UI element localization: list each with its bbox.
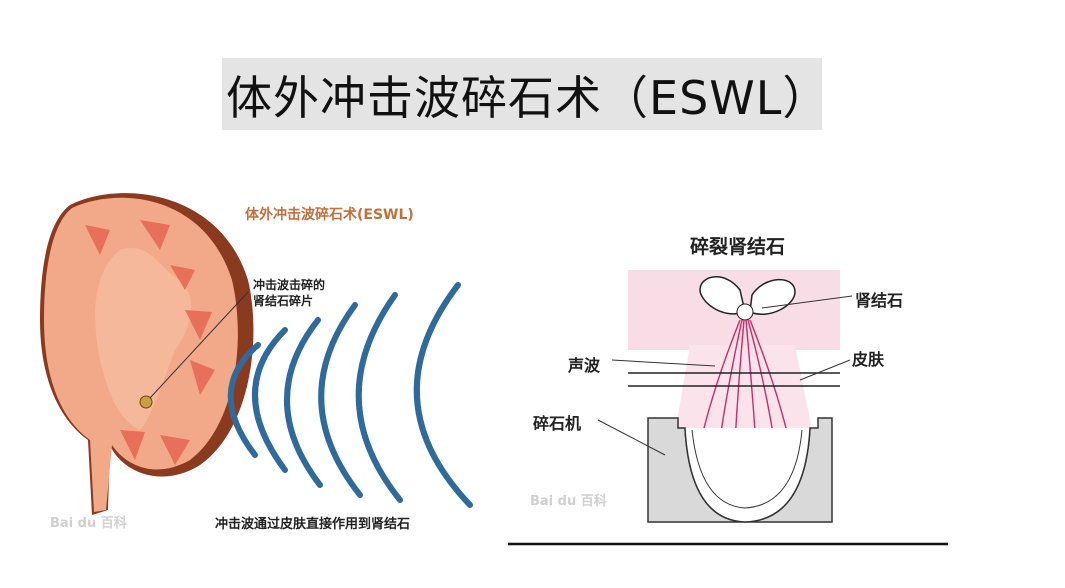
watermark: Bai du 百科 bbox=[530, 494, 607, 509]
label-machine: 碎石机 bbox=[533, 414, 582, 433]
stone-diagram bbox=[597, 276, 853, 523]
title-banner bbox=[222, 58, 822, 130]
left-heading: 体外冲击波碎石术(ESWL) bbox=[245, 207, 414, 223]
label-wave: 声波 bbox=[568, 356, 601, 375]
kidney-illustration bbox=[40, 193, 254, 515]
right-heading: 碎裂肾结石 bbox=[690, 236, 786, 258]
left-caption: 冲击波通过皮肤直接作用到肾结石 bbox=[215, 517, 411, 532]
label-stone: 肾结石 bbox=[855, 291, 904, 310]
label-skin: 皮肤 bbox=[852, 350, 885, 369]
callout-line2: 肾结石碎片 bbox=[253, 294, 314, 308]
shock-waves bbox=[227, 282, 473, 508]
callout-line1: 冲击波击碎的 bbox=[253, 278, 326, 292]
page-title: 体外冲击波碎石术（ESWL） bbox=[226, 71, 830, 125]
watermark: Bai du 百科 bbox=[50, 516, 127, 531]
